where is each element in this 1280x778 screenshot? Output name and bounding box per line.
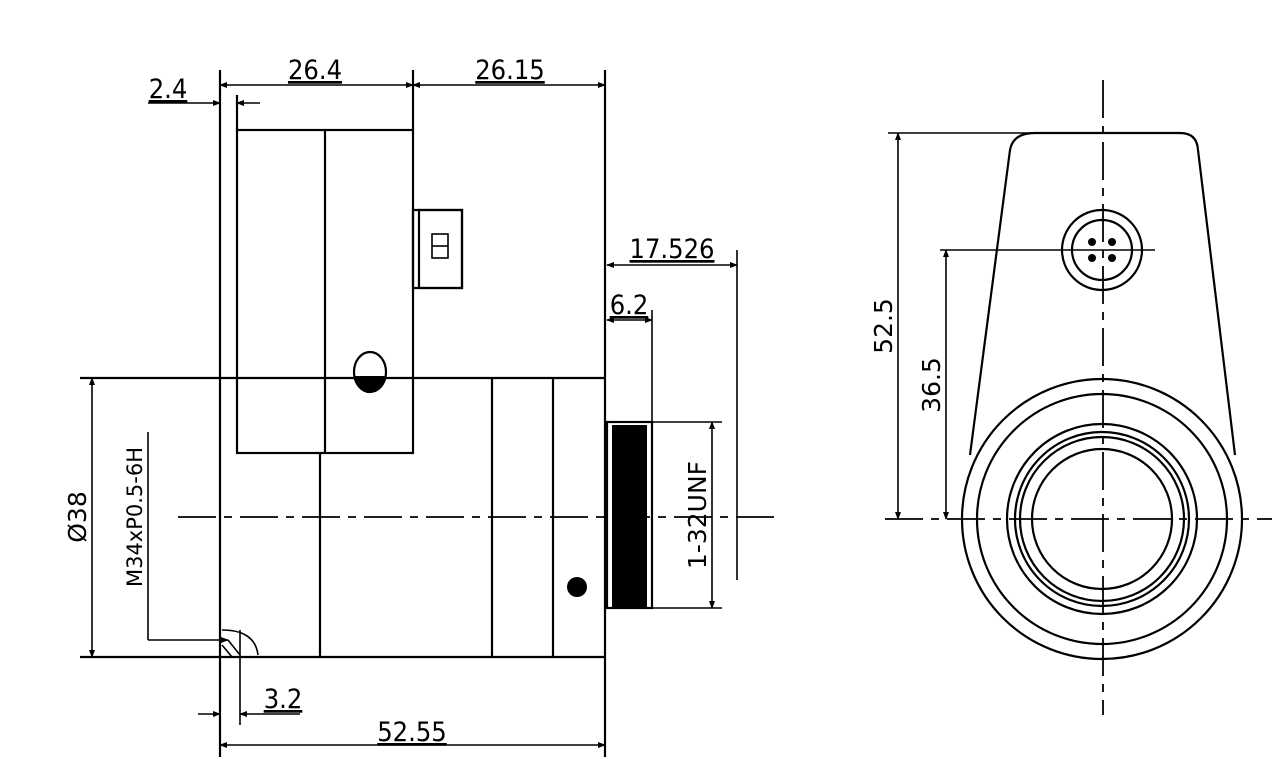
dim-front-length: 26.15 <box>475 55 545 86</box>
screw-icon <box>352 350 388 394</box>
dim-total-height: 52.5 <box>869 298 898 354</box>
dim-box-width: 26.4 <box>288 55 342 86</box>
dim-flange-offset: 3.2 <box>264 684 303 715</box>
dim-back-focal: 17.526 <box>630 234 715 265</box>
dim-diameter: Ø38 <box>63 491 92 543</box>
set-screw-icon <box>567 577 587 597</box>
iris-housing-front <box>968 131 1237 456</box>
dim-filter-thread: M34xP0.5-6H <box>123 447 147 587</box>
dim-total-length: 52.55 <box>377 717 447 748</box>
dim-mount-thread: 1-32UNF <box>683 461 712 569</box>
connector <box>411 208 464 290</box>
dim-mount-length: 6.2 <box>610 290 649 321</box>
front-view: 52.5 36.5 <box>869 80 1272 715</box>
dim-offset-left: 2.4 <box>149 74 188 105</box>
side-view: 26.4 26.15 2.4 17.526 6.2 1-32UNF Ø38 M3… <box>63 55 775 757</box>
dim-connector-height: 36.5 <box>917 357 946 413</box>
